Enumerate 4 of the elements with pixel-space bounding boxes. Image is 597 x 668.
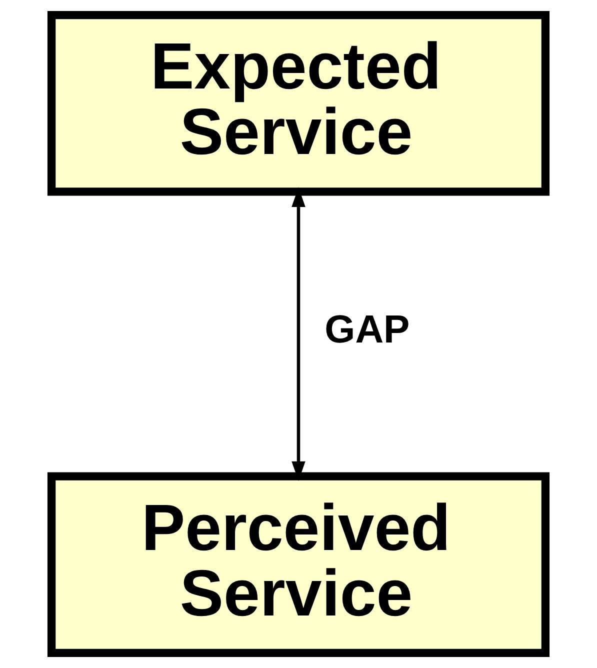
node-box: Expected Service — [47, 11, 550, 196]
arrow — [292, 187, 306, 482]
node-box: Perceived Service — [47, 472, 550, 657]
edge-label: GAP — [324, 308, 410, 352]
